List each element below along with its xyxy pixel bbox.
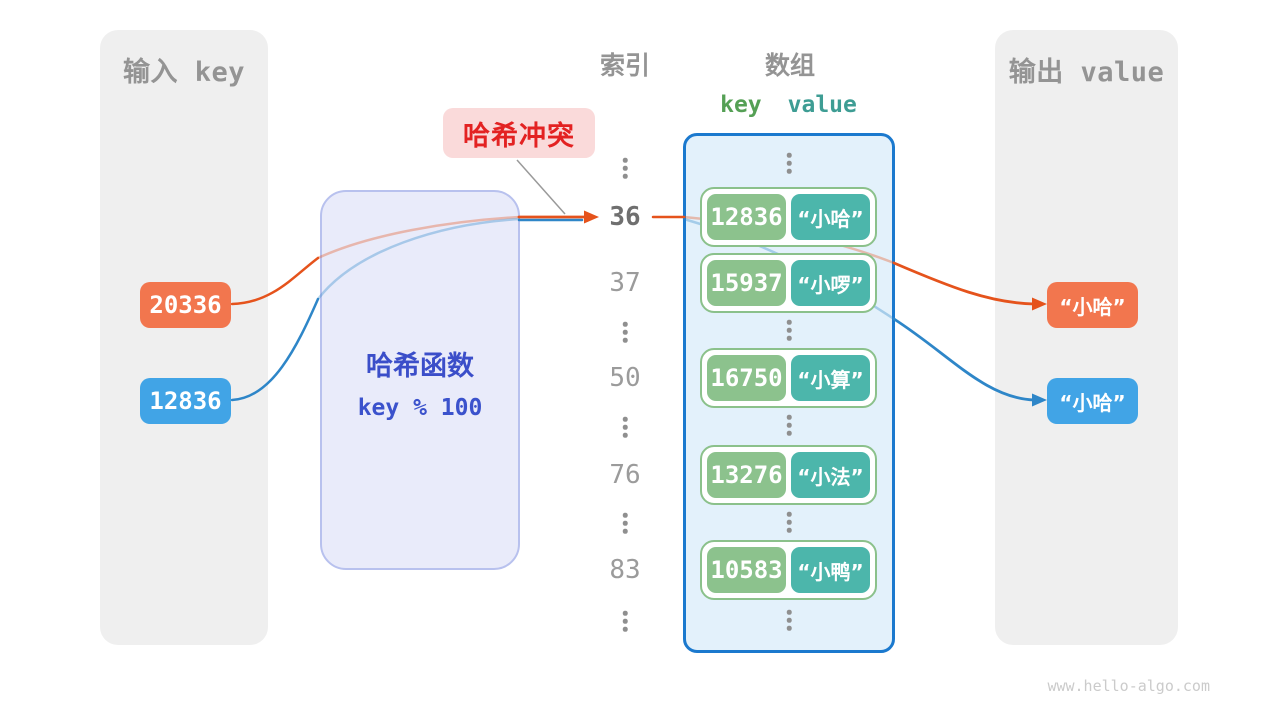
key-header-label: key <box>720 92 762 118</box>
ellipsis <box>786 511 792 533</box>
pair-key: 15937 <box>707 260 786 306</box>
ellipsis <box>622 416 628 438</box>
hash-function-formula: key % 100 <box>357 395 483 421</box>
collision-pointer-line <box>516 159 566 215</box>
input-key-20336: 20336 <box>140 282 231 328</box>
ellipsis <box>786 152 792 174</box>
pair-key: 13276 <box>707 452 786 498</box>
ellipsis <box>786 609 792 631</box>
key-value-header: key value <box>700 92 877 118</box>
ellipsis <box>622 321 628 343</box>
index-value: 37 <box>609 268 641 298</box>
pair-value: “小啰” <box>791 260 870 306</box>
pair-key: 12836 <box>707 194 786 240</box>
output-panel-title: 输出 value <box>1008 57 1165 88</box>
value-header-label: value <box>787 92 857 118</box>
pair-bucket-37: 15937 “小啰” <box>700 253 877 313</box>
watermark: www.hello-algo.com <box>1047 677 1210 695</box>
output-value-orange: “小哈” <box>1047 282 1138 328</box>
hash-function-title: 哈希函数 <box>366 351 474 382</box>
output-value-blue: “小哈” <box>1047 378 1138 424</box>
ellipsis <box>622 512 628 534</box>
pair-bucket-50: 16750 “小算” <box>700 348 877 408</box>
pair-value: “小法” <box>791 452 870 498</box>
pair-value: “小哈” <box>791 194 870 240</box>
index-column-title: 索引 <box>599 51 650 80</box>
index-value: 76 <box>609 460 641 490</box>
pair-value: “小鸭” <box>791 547 870 593</box>
index-value: 83 <box>609 555 641 585</box>
hash-function-box: 哈希函数 key % 100 <box>320 190 520 570</box>
output-panel: 输出 value <box>995 30 1178 645</box>
ellipsis <box>622 157 628 179</box>
index-value: 36 <box>609 202 641 232</box>
pair-value: “小算” <box>791 355 870 401</box>
input-panel: 输入 key <box>100 30 268 645</box>
array-column-title: 数组 <box>764 51 815 80</box>
pair-key: 10583 <box>707 547 786 593</box>
pair-bucket-76: 13276 “小法” <box>700 445 877 505</box>
ellipsis <box>786 414 792 436</box>
ellipsis <box>786 319 792 341</box>
pair-bucket-83: 10583 “小鸭” <box>700 540 877 600</box>
ellipsis <box>622 610 628 632</box>
pair-key: 16750 <box>707 355 786 401</box>
collision-label: 哈希冲突 <box>443 108 595 158</box>
input-panel-title: 输入 key <box>122 57 246 88</box>
index-value: 50 <box>609 363 641 393</box>
input-key-12836: 12836 <box>140 378 231 424</box>
pair-bucket-36: 12836 “小哈” <box>700 187 877 247</box>
